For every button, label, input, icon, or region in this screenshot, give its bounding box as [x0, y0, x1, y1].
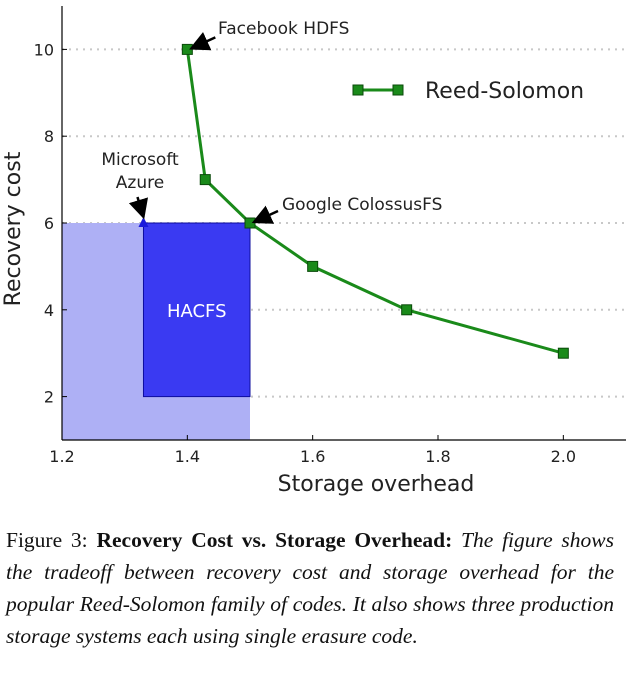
y-axis-title: Recovery cost — [1, 151, 26, 306]
data-point — [244, 217, 256, 229]
x-tick-label: 1.4 — [175, 447, 200, 466]
y-tick-label: 4 — [44, 301, 54, 320]
annotation-azure-line2: Azure — [116, 173, 164, 193]
region-label-hacfs: HACFS — [167, 301, 227, 322]
legend-marker — [392, 84, 404, 96]
caption-title: Recovery Cost vs. Storage Overhead: — [96, 528, 453, 552]
x-axis-title: Storage overhead — [278, 472, 475, 497]
data-point — [199, 174, 211, 186]
x-tick-label: 1.8 — [425, 447, 450, 466]
y-tick-label: 8 — [44, 127, 54, 146]
caption-body: The figure shows the tradeoff between re… — [6, 528, 615, 648]
series-line-reed-solomon — [185, 49, 564, 355]
data-point — [401, 304, 413, 316]
annotation-azure-line1: Microsoft — [101, 150, 179, 170]
azure-point — [138, 217, 149, 227]
figure-caption: Figure 3: Recovery Cost vs. Storage Over… — [6, 524, 614, 652]
annotation-facebook-hdfs: Facebook HDFS — [218, 19, 349, 39]
data-point — [307, 260, 319, 272]
annotation-arrow — [128, 196, 149, 220]
x-tick-label: 1.6 — [300, 447, 325, 466]
annotation-arrow — [251, 205, 279, 224]
x-tick-label: 1.2 — [49, 447, 74, 466]
x-tick-label: 2.0 — [551, 447, 576, 466]
annotation-arrow — [189, 32, 216, 51]
y-tick-label: 6 — [44, 214, 54, 233]
y-tick-label: 10 — [34, 40, 54, 59]
hacfs-region — [142, 222, 251, 398]
y-tick-label: 2 — [44, 388, 54, 407]
data-point — [181, 43, 193, 55]
annotation-google-colossusfs: Google ColossusFS — [282, 195, 442, 215]
caption-prefix: Figure 3: — [6, 528, 97, 552]
data-point — [557, 347, 569, 359]
legend-label: Reed-Solomon — [425, 79, 584, 104]
legend-marker — [352, 84, 364, 96]
